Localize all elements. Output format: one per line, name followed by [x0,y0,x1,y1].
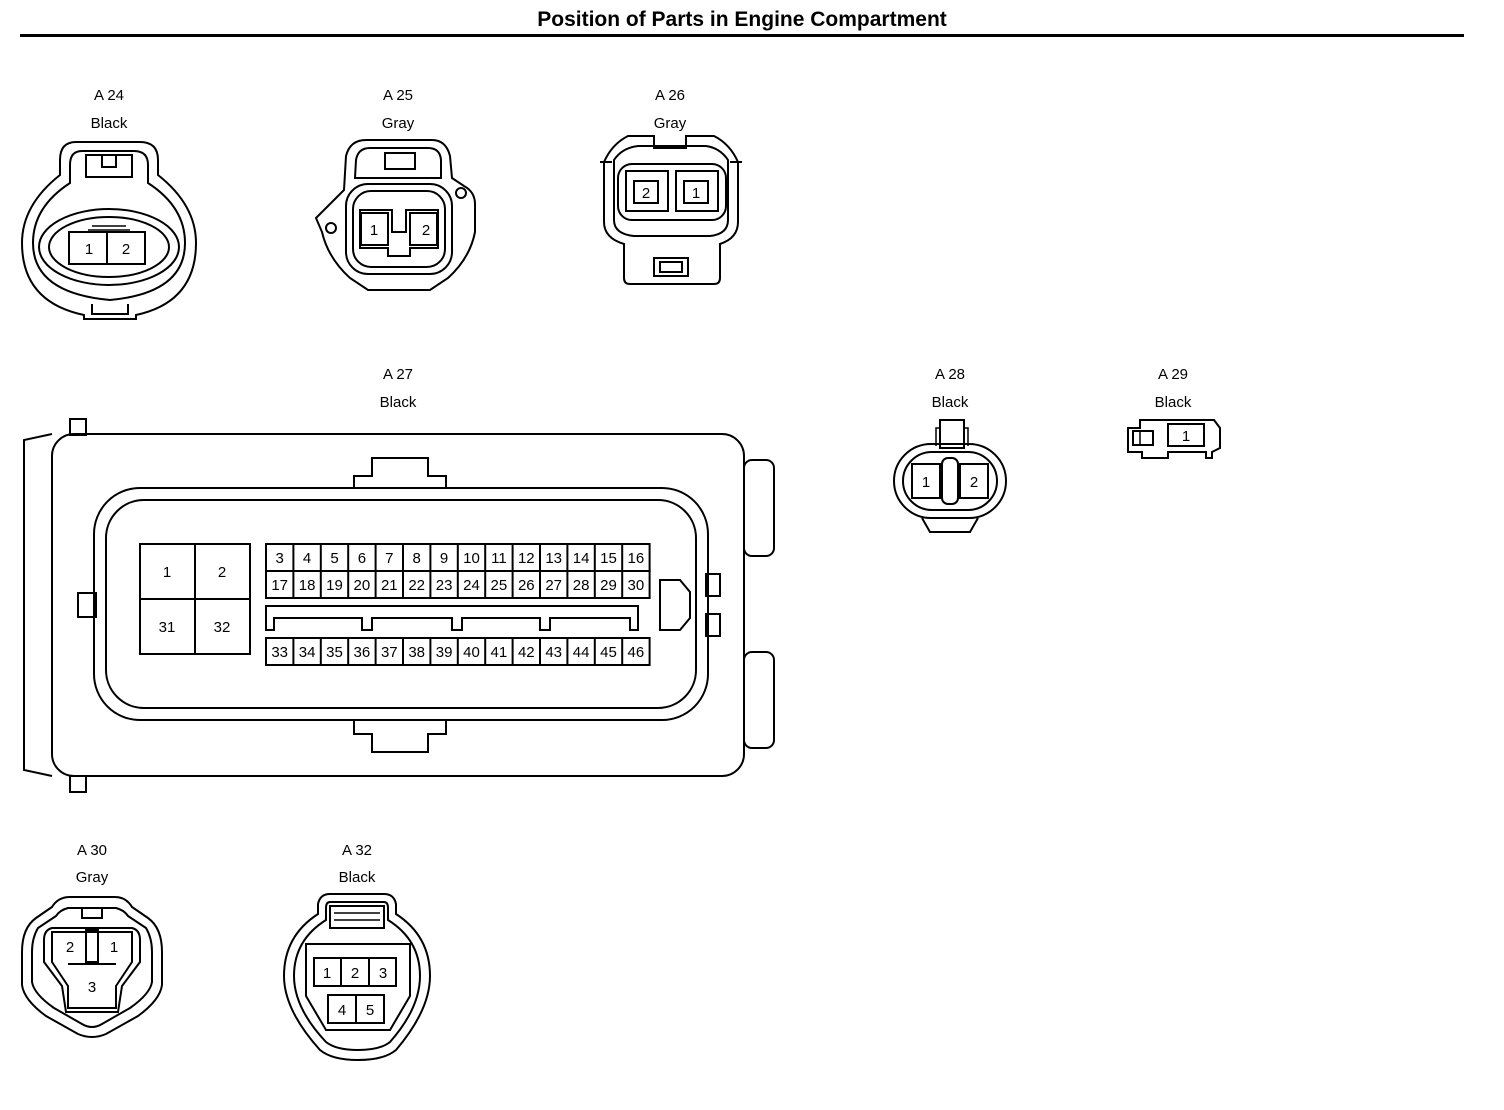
pin-label: 2 [422,222,430,239]
pin-label: 9 [440,550,448,567]
pin-label: 2 [642,185,650,202]
pin-label: 6 [358,550,366,567]
pin-label: 5 [330,550,338,567]
connector-a24: 1 2 [20,141,198,320]
pin-label: 26 [518,577,535,594]
pin-label: 1 [110,939,118,956]
pin-label: 36 [354,644,371,661]
pin-label: 1 [85,241,93,258]
title-underline [20,34,1464,37]
pin-label: 45 [600,644,617,661]
pin-label: 33 [271,644,288,661]
a26-color-label: Gray [653,115,687,132]
pin-label: 44 [573,644,590,661]
pin-label: 7 [385,550,393,567]
pin-label: 1 [1182,428,1190,445]
pin-label: 23 [436,577,453,594]
pin-label: 28 [573,577,590,594]
page-title: Position of Parts in Engine Compartment [537,8,947,31]
pin-label: 2 [351,965,359,982]
pin-label: 5 [366,1002,374,1019]
a28-color-label: Black [931,394,969,411]
a28-id-label: A 28 [934,366,966,383]
pin-label: 3 [379,965,387,982]
a25-color-label: Gray [381,115,415,132]
pin-label: 37 [381,644,398,661]
pin-label: 2 [970,474,978,491]
pin-label: 13 [545,550,562,567]
a30-color-label: Gray [75,869,109,886]
pin-label: 10 [463,550,480,567]
pin-label: 43 [545,644,562,661]
pin-label: 1 [922,474,930,491]
pin-label: 4 [338,1002,346,1019]
pin-label: 1 [323,965,331,982]
pin-label: 2 [218,564,226,581]
pin-label: 4 [303,550,311,567]
pin-label: 27 [545,577,562,594]
pin-label: 3 [88,979,96,996]
pin-label: 19 [326,577,343,594]
pin-label: 1 [692,185,700,202]
pin-label: 46 [628,644,645,661]
connector-a28: 1 2 [893,419,1007,533]
pin-label: 8 [413,550,421,567]
pin-label: 11 [491,550,507,567]
pin-label: 40 [463,644,480,661]
a29-color-label: Black [1154,394,1192,411]
pin-label: 2 [66,939,74,956]
connector-a25: 1 2 [314,139,476,291]
a26-id-label: A 26 [654,87,686,104]
pin-label: 38 [408,644,425,661]
pin-label: 20 [354,577,371,594]
pin-label: 30 [628,577,645,594]
pin-label: 42 [518,644,535,661]
connector-a32: 1 2 3 4 5 [282,893,432,1062]
a27-color-label: Black [379,394,417,411]
pin-label: 1 [163,564,171,581]
connector-a29: 1 [1127,419,1221,459]
pin-label: 14 [573,550,590,567]
pin-label: 31 [159,619,176,636]
a29-id-label: A 29 [1157,366,1189,383]
pin-label: 29 [600,577,617,594]
pin-label: 21 [381,577,398,594]
pin-label: 18 [299,577,316,594]
pin-label: 25 [491,577,508,594]
a32-id-label: A 32 [341,842,373,859]
a27-id-label: A 27 [382,366,414,383]
pin-label: 24 [463,577,480,594]
pin-label: 22 [408,577,425,594]
pin-label: 3 [276,550,284,567]
a30-id-label: A 30 [76,842,108,859]
a24-color-label: Black [90,115,128,132]
a25-id-label: A 25 [382,87,414,104]
pin-label: 1 [370,222,378,239]
pin-label: 35 [326,644,343,661]
connector-a26: 2 1 [600,135,742,285]
a24-id-label: A 24 [93,87,125,104]
pin-label: 41 [491,644,508,661]
pin-label: 17 [271,577,288,594]
pin-label: 2 [122,241,130,258]
pin-label: 34 [299,644,316,661]
pin-label: 39 [436,644,453,661]
pin-label: 16 [628,550,645,567]
a32-color-label: Black [338,869,376,886]
pin-label: 15 [600,550,617,567]
connector-a30: 2 1 3 [21,896,163,1038]
pin-label: 12 [518,550,535,567]
pin-label: 32 [214,619,231,636]
